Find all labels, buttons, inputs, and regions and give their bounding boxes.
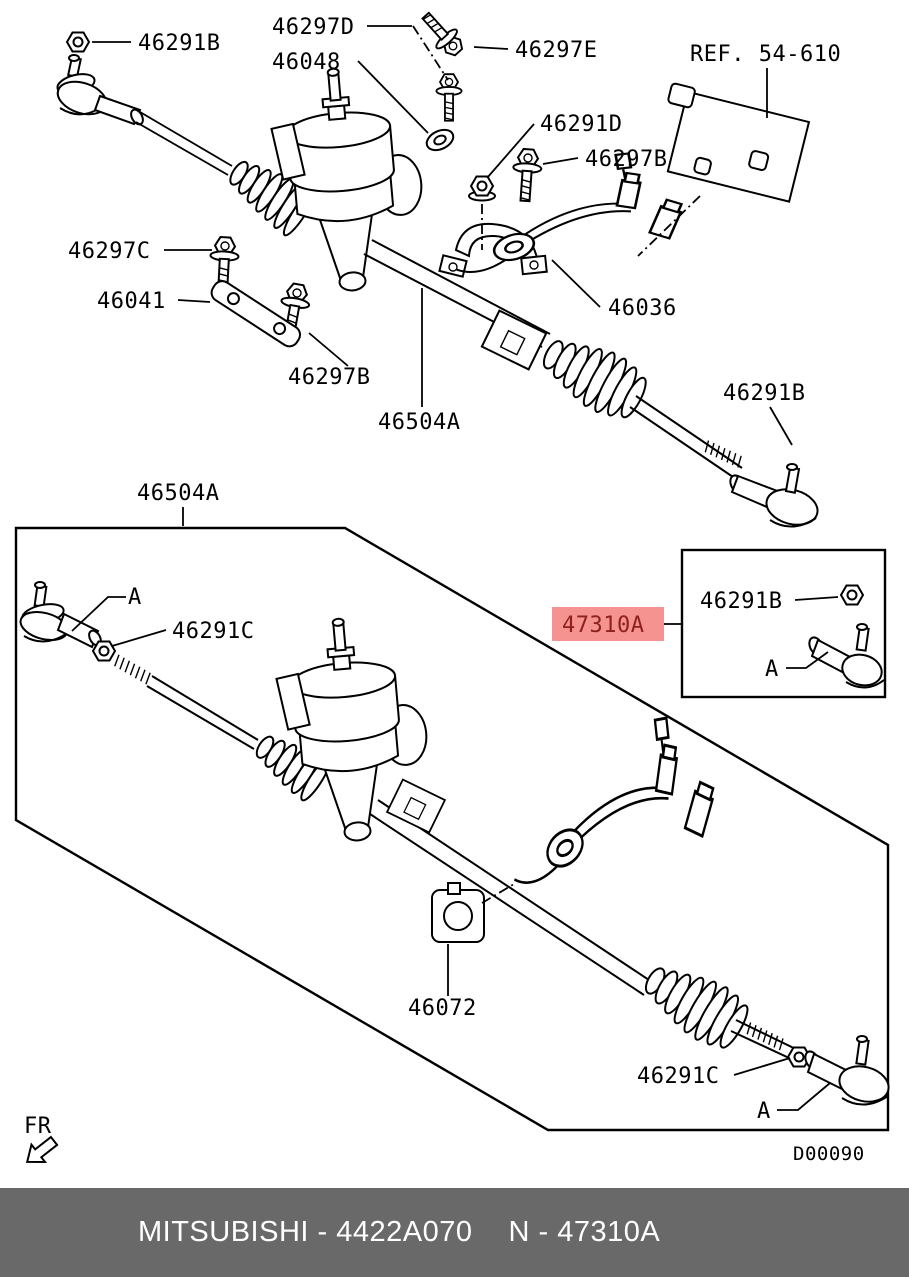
- part-label-46297c[interactable]: 46297C: [68, 239, 150, 264]
- tie-rod-end-top-right: [729, 463, 819, 528]
- part-label-46504a-main[interactable]: 46504A: [378, 410, 460, 435]
- main-assembly-box: [14, 526, 890, 1132]
- part-label-46291c-bottom[interactable]: 46291C: [637, 1064, 719, 1089]
- parts-diagram-canvas: 46291B 46297D 46048 46297E REF. 54-610 4…: [14, 5, 890, 1165]
- part-label-46291b-right[interactable]: 46291B: [723, 381, 805, 406]
- part-label-46291d[interactable]: 46291D: [540, 112, 622, 137]
- fr-label: FR: [24, 1114, 52, 1139]
- bellows-lower-right: [644, 967, 749, 1049]
- tie-rod-end-top-left: [56, 54, 144, 126]
- tube-clamp-top: [480, 309, 548, 371]
- bracket-46041: [210, 280, 302, 348]
- part-label-46297e[interactable]: 46297E: [515, 38, 597, 63]
- nut-46291d: [468, 175, 496, 202]
- marker-a-left: A: [128, 585, 142, 610]
- leader-lines: [71, 25, 839, 1111]
- tie-rod-end-lower-left: [19, 581, 102, 649]
- bellows-top-right: [542, 340, 647, 419]
- ref-bracket-54-610: [666, 82, 811, 203]
- part-label-46291b-top-left[interactable]: 46291B: [138, 31, 220, 56]
- diagram-code: D00090: [793, 1143, 865, 1165]
- footer-banner: MITSUBISHI - 4422A070 N - 47310A: [0, 1188, 909, 1277]
- nut-46291b-top-left: [66, 31, 90, 53]
- part-label-47310a[interactable]: 47310A: [562, 613, 644, 638]
- footer-brand-part-number: MITSUBISHI - 4422A070: [138, 1216, 473, 1248]
- bellows-lower-left: [255, 735, 331, 802]
- highlight-background: [552, 607, 664, 641]
- marker-a-inset: A: [765, 657, 779, 682]
- part-label-46504a-box[interactable]: 46504A: [137, 481, 219, 506]
- footer-catalog-number: N - 47310A: [508, 1216, 661, 1248]
- lower-steering-gear-illustration: [19, 581, 890, 1106]
- bolt-46297b-top: [510, 147, 544, 203]
- front-direction-indicator: FR: [24, 1114, 59, 1163]
- bolt-46297e: [414, 5, 470, 62]
- inset-detail-box: [680, 548, 887, 699]
- part-label-46041[interactable]: 46041: [97, 289, 166, 314]
- tube-clamp-lower: [386, 778, 446, 834]
- part-label-ref-54-610[interactable]: REF. 54-610: [690, 42, 841, 67]
- highlighted-part-label-47310a[interactable]: 47310A: [552, 607, 664, 641]
- inset-tie-rod-end-detail: [808, 584, 885, 689]
- part-label-46048[interactable]: 46048: [272, 50, 341, 75]
- part-label-46036[interactable]: 46036: [608, 296, 677, 321]
- fr-arrow-icon: [25, 1135, 59, 1163]
- part-label-46297b-lower[interactable]: 46297B: [288, 365, 370, 390]
- part-label-46297b-upper[interactable]: 46297B: [585, 147, 667, 172]
- steering-gear-housing-top: [265, 61, 431, 298]
- upper-steering-gear-illustration: [56, 5, 819, 528]
- tie-rod-end-lower-right: [804, 1035, 890, 1106]
- harness-lower: [512, 716, 717, 885]
- nut-46291c-left: [92, 640, 116, 662]
- bolt-46048-mate: [435, 73, 463, 122]
- bushing-46072: [431, 882, 485, 943]
- part-label-46297d[interactable]: 46297D: [272, 15, 354, 40]
- part-label-46291b-inset[interactable]: 46291B: [700, 589, 782, 614]
- washer-46048: [425, 128, 455, 152]
- part-label-46072[interactable]: 46072: [408, 996, 477, 1021]
- part-label-46291c-left[interactable]: 46291C: [172, 619, 254, 644]
- nut-46291b-inset: [840, 584, 864, 606]
- marker-a-bottom: A: [757, 1099, 771, 1124]
